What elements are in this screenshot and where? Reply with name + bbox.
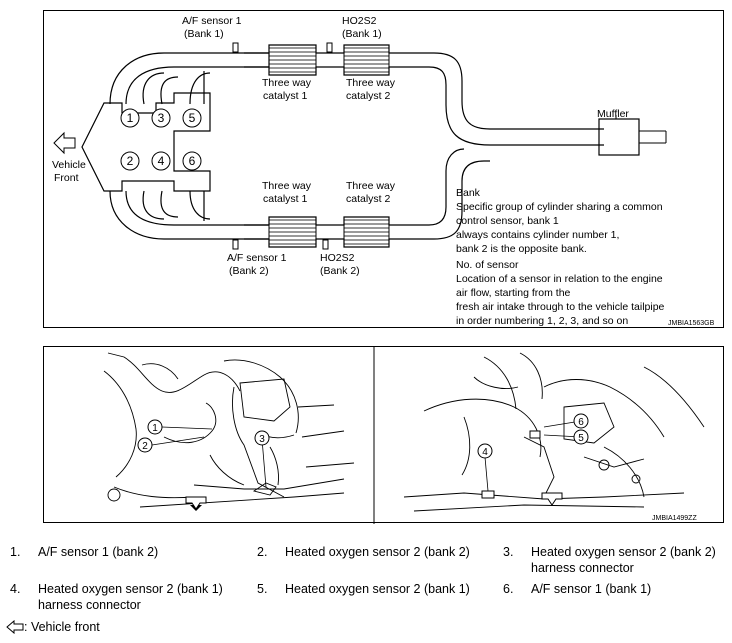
legend-text: A/F sensor 1 (bank 2) <box>38 545 159 559</box>
af-sensor-bank2-label: A/F sensor 1 <box>227 252 287 264</box>
legend-text: A/F sensor 1 (bank 1) <box>531 582 652 596</box>
callout-5: 5 <box>578 433 584 444</box>
legend-text: Heated oxygen sensor 2 (bank 1) harness … <box>38 582 223 612</box>
callout-6: 6 <box>578 417 584 428</box>
sensor-no-line: in order numbering 1, 2, 3, and so on <box>456 315 628 327</box>
sensor-no-heading: No. of sensor <box>456 259 519 271</box>
vehicle-front-note-text: : Vehicle front <box>24 620 100 634</box>
lower-manifold <box>109 190 269 240</box>
exhaust-system-diagram: 1 3 5 2 4 6 Vehicle Front A/F sensor 1 (… <box>43 10 724 328</box>
ho2s2-bank2-marker <box>322 239 329 250</box>
sensor-no-line: air flow, starting from the <box>456 287 571 299</box>
bank-note-line: always contains cylinder number 1, <box>456 229 619 241</box>
figure-code: JMBIA1563GB <box>668 320 715 327</box>
ho2s2-bank2-label: (Bank 2) <box>320 265 360 277</box>
cylinder-label: 4 <box>158 154 165 168</box>
af-sensor-bank1-label: (Bank 1) <box>184 28 224 40</box>
vehicle-front-arrow-icon <box>185 496 207 510</box>
ho2s2-bank1-label: (Bank 1) <box>342 28 382 40</box>
bank-note-line: bank 2 is the opposite bank. <box>456 243 587 255</box>
catalyst1-lower-label: Three way <box>262 180 312 192</box>
catalyst2-upper-label: Three way <box>346 77 396 89</box>
right-panel-drawing <box>403 352 705 512</box>
figure-code: JMBIA1499ZZ <box>652 515 697 522</box>
cylinder-label: 2 <box>127 154 134 168</box>
catalyst2-lower-label: catalyst 2 <box>346 193 391 205</box>
sensor-location-illustration: 1 2 3 4 5 6 JMBIA1499ZZ <box>43 346 724 524</box>
af-sensor-bank2-label: (Bank 2) <box>229 265 269 277</box>
engine-block <box>81 92 211 192</box>
bank-note-heading: Bank <box>456 187 481 199</box>
upper-catalyst-2 <box>343 44 390 76</box>
underbody-illustration: 1 2 3 4 5 6 JMBIA1499ZZ <box>103 347 705 524</box>
connector-4 <box>481 490 495 499</box>
legend-number: 3. <box>503 545 514 559</box>
catalyst1-lower-label: catalyst 1 <box>263 193 308 205</box>
callout-2: 2 <box>142 441 148 452</box>
legend-number: 1. <box>10 545 21 559</box>
cylinder-label: 6 <box>189 154 196 168</box>
legend-number: 4. <box>10 582 21 596</box>
vehicle-front-arrow-icon <box>53 131 76 155</box>
catalyst2-upper-label: catalyst 2 <box>346 90 391 102</box>
bank-note-line: Specific group of cylinder sharing a com… <box>456 201 663 213</box>
callout-1: 1 <box>152 423 158 434</box>
cylinder-label: 1 <box>127 111 134 125</box>
lower-catalyst-2 <box>343 216 390 248</box>
af-sensor-bank1-marker <box>232 42 239 53</box>
ho2s2-bank1-label: HO2S2 <box>342 15 377 27</box>
cylinder-label: 3 <box>158 111 165 125</box>
catalyst1-upper-label: Three way <box>262 77 312 89</box>
catalyst2-lower-label: Three way <box>346 180 396 192</box>
vehicle-front-note: : Vehicle front <box>6 620 100 634</box>
lower-catalyst-1 <box>268 216 317 248</box>
legend-text: Heated oxygen sensor 2 (bank 1) <box>285 582 470 596</box>
legend-text: Heated oxygen sensor 2 (bank 2) harness … <box>531 545 716 575</box>
catalyst1-upper-label: catalyst 1 <box>263 90 308 102</box>
ho2s2-bank2-label: HO2S2 <box>320 252 355 264</box>
cylinders: 1 3 5 2 4 6 <box>120 108 202 171</box>
sensor-no-line: Location of a sensor in relation to the … <box>456 273 663 285</box>
legend-text: Heated oxygen sensor 2 (bank 2) <box>285 545 470 559</box>
upper-manifold <box>109 52 269 105</box>
af-sensor-bank1-label: A/F sensor 1 <box>182 15 242 27</box>
sensor-5 <box>529 430 541 439</box>
ho2s2-bank1-marker <box>326 42 333 53</box>
upper-catalyst-1 <box>268 44 317 76</box>
vehicle-front-label: Front <box>54 172 79 184</box>
callout-3: 3 <box>259 434 265 445</box>
sensor-no-line: fresh air intake through to the vehicle … <box>456 301 665 313</box>
bank-note-line: control sensor, bank 1 <box>456 215 559 227</box>
legend-number: 6. <box>503 582 514 596</box>
exhaust-schematic: 1 3 5 2 4 6 Vehicle Front A/F sensor 1 (… <box>52 15 715 327</box>
left-panel-drawing <box>103 352 355 508</box>
muffler <box>598 118 640 156</box>
vehicle-front-label: Vehicle <box>52 159 86 171</box>
callout-4: 4 <box>482 447 488 458</box>
muffler-label: Muffler <box>597 108 629 120</box>
vehicle-front-arrow-icon <box>541 492 563 506</box>
af-sensor-bank2-marker <box>232 239 239 250</box>
vehicle-front-arrow-icon <box>6 620 24 634</box>
legend-number: 2. <box>257 545 268 559</box>
legend-number: 5. <box>257 582 268 596</box>
cylinder-label: 5 <box>189 111 196 125</box>
